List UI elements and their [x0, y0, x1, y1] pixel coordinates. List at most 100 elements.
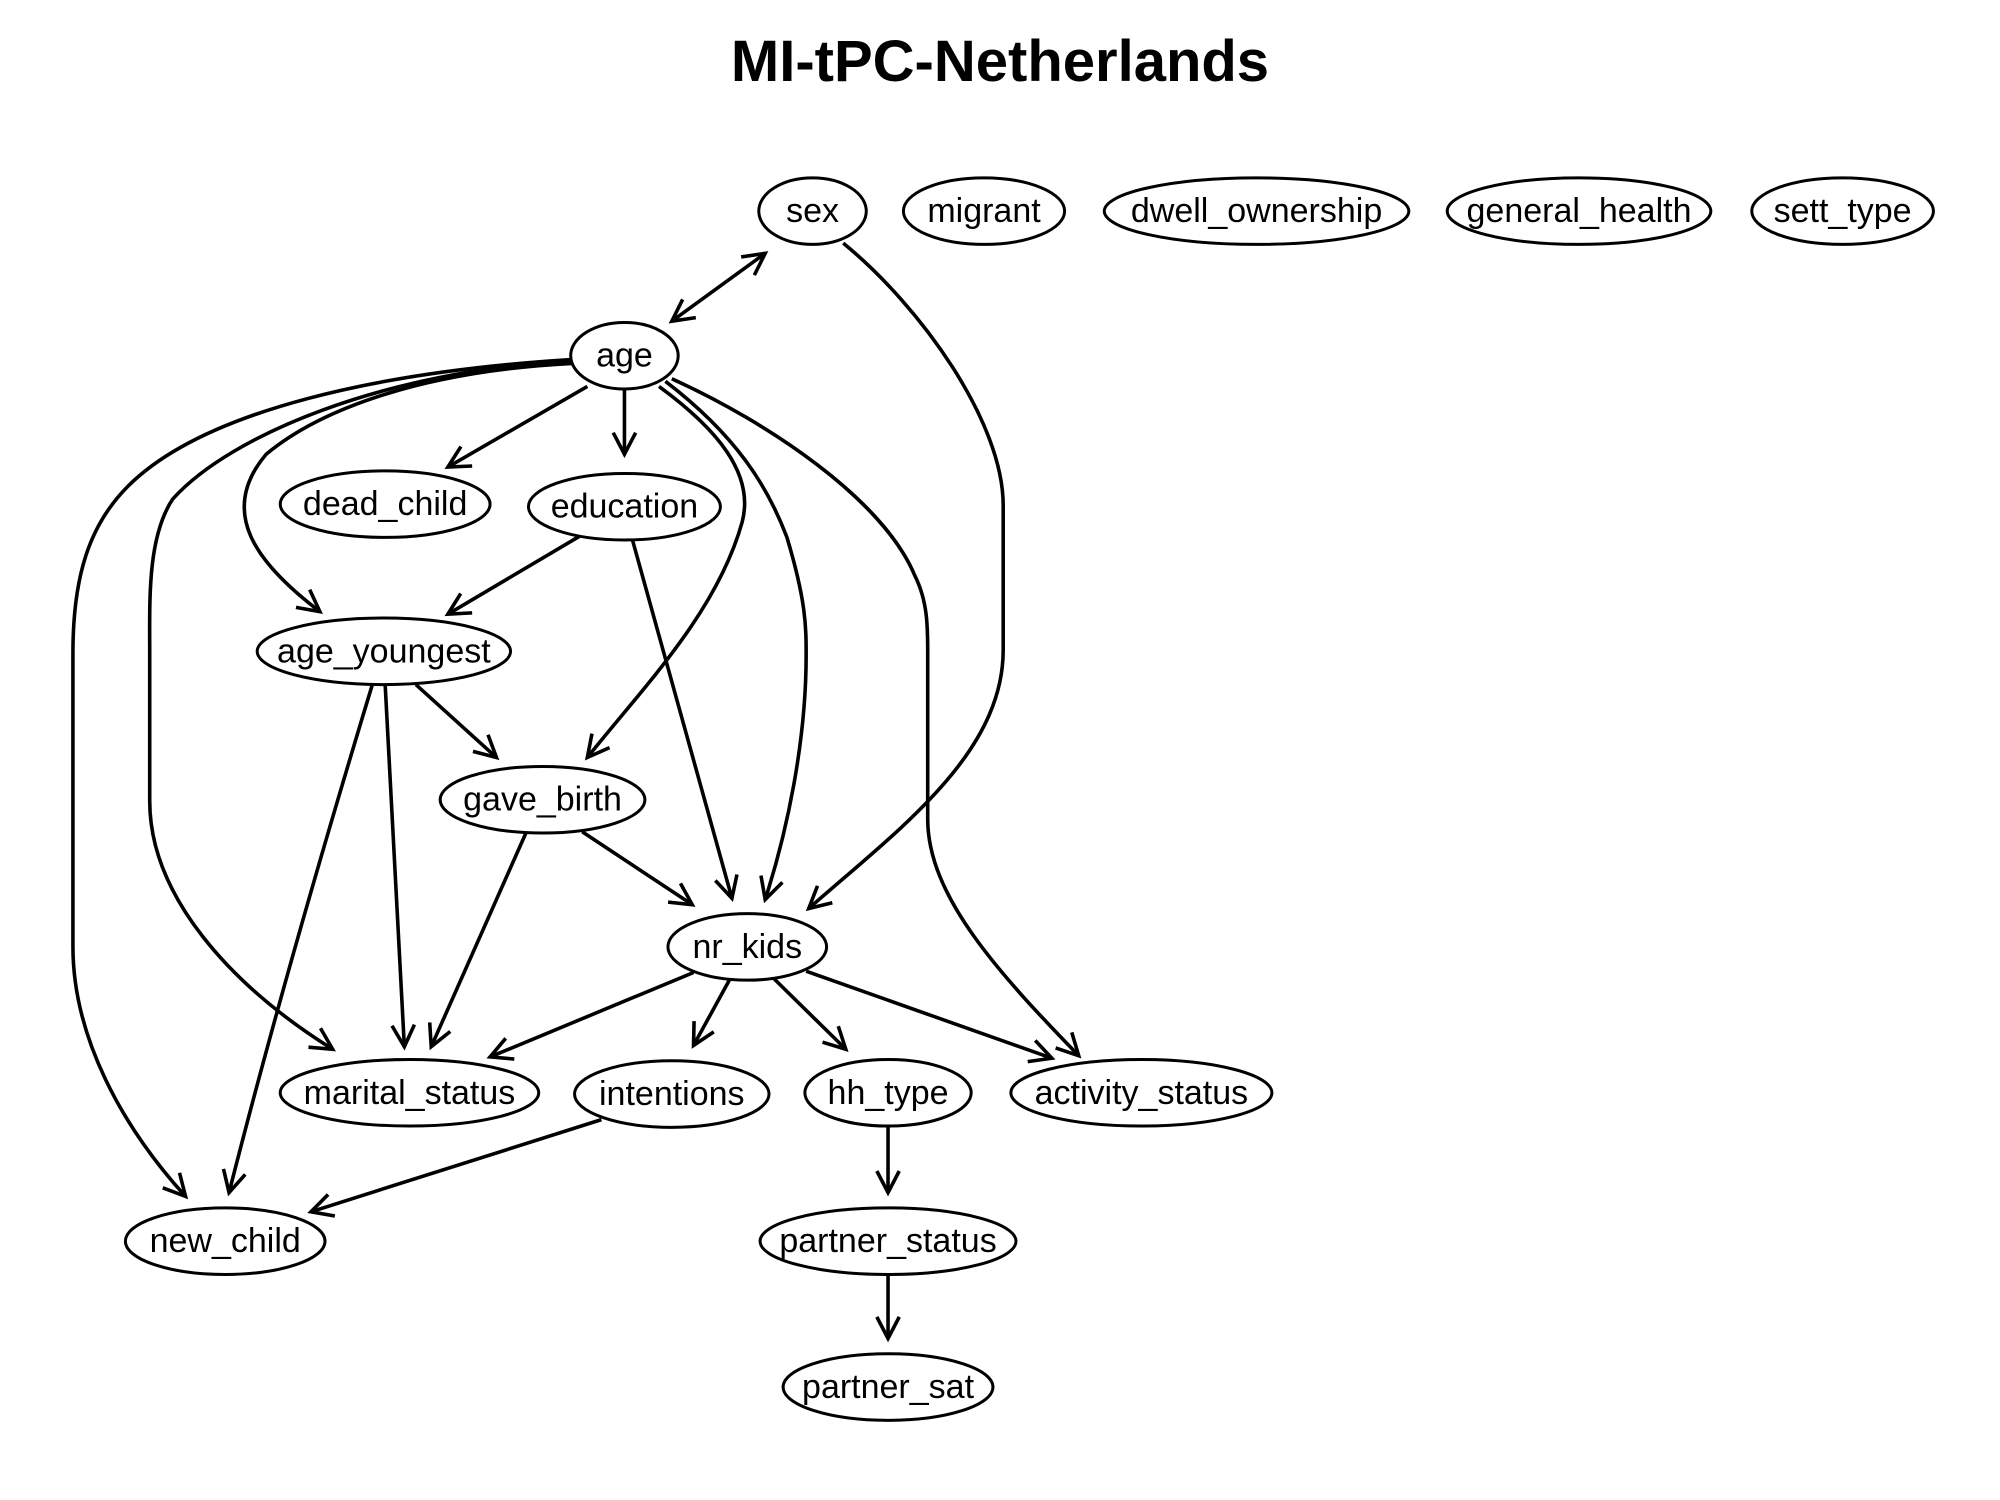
edge-line	[71, 357, 573, 1198]
edge-gave_birth-to-nr_kids	[581, 830, 696, 907]
node-label: dwell_ownership	[1131, 192, 1382, 230]
node-label: intentions	[599, 1075, 745, 1113]
edge-age_youngest-to-gave_birth	[414, 683, 500, 761]
node-label: partner_status	[779, 1222, 996, 1260]
arrowhead	[427, 1022, 452, 1051]
arrowhead	[875, 1316, 901, 1343]
arrowhead	[221, 1168, 247, 1197]
node-ellipse	[123, 1206, 327, 1276]
node-partner-sat: partner_sat	[781, 1352, 995, 1422]
arrowhead	[668, 298, 697, 324]
edge-age-to-education	[611, 388, 638, 459]
edge-age_youngest-to-new_child	[221, 684, 375, 1197]
node-ellipse	[1009, 1058, 1274, 1128]
node-dwell-ownership: dwell_ownership	[1102, 176, 1411, 246]
node-migrant: migrant	[901, 176, 1067, 246]
edge-education-to-nr_kids	[630, 538, 739, 903]
node-ellipse	[1445, 176, 1713, 246]
node-label: sex	[786, 192, 839, 230]
edge-age-to-gave_birth	[584, 384, 747, 761]
edge-line	[581, 830, 694, 907]
diagram-title: MI-tPC-Netherlands	[730, 29, 1270, 94]
node-ellipse	[526, 471, 722, 542]
arrowhead	[295, 588, 323, 615]
arrowhead	[308, 1027, 336, 1052]
edge-age_youngest-to-marital_status	[383, 684, 417, 1051]
node-general-health: general_health	[1445, 176, 1713, 246]
node-label: new_child	[150, 1222, 301, 1260]
edge-line	[691, 979, 731, 1047]
node-ellipse	[757, 176, 868, 246]
arrowhead	[584, 733, 611, 761]
arrowhead	[714, 874, 739, 903]
node-label: migrant	[927, 192, 1041, 230]
edge-line	[414, 683, 498, 759]
node-sex: sex	[757, 176, 868, 246]
edge-line	[630, 538, 734, 899]
node-age: age	[569, 320, 680, 391]
node-nr-kids: nr_kids	[666, 912, 829, 982]
node-label: age	[596, 337, 653, 375]
node-ellipse	[758, 1206, 1018, 1276]
arrowhead	[875, 1170, 901, 1197]
edge-partner_status-to-partner_sat	[875, 1274, 901, 1343]
node-ellipse	[666, 912, 829, 982]
node-ellipse	[255, 616, 513, 687]
arrowhead	[759, 875, 784, 904]
edge-sex-to-age	[668, 251, 769, 324]
edge-intentions-to-new_child	[307, 1117, 602, 1218]
edge-age-to-dead_child	[444, 384, 589, 469]
edge-line	[805, 969, 1053, 1060]
edge-age-to-new_child	[71, 357, 573, 1200]
arrowhead	[162, 1172, 189, 1200]
edge-line	[446, 384, 589, 469]
node-gave-birth: gave_birth	[438, 764, 647, 835]
arrowhead	[691, 1021, 715, 1049]
node-label: general_health	[1467, 192, 1692, 230]
node-label: gave_birth	[463, 781, 622, 819]
arrowhead	[472, 734, 500, 761]
node-ellipse	[781, 1352, 995, 1422]
edge-line	[671, 377, 1080, 1057]
node-marital-status: marital_status	[278, 1058, 541, 1128]
node-label: activity_status	[1035, 1074, 1249, 1112]
edge-nr_kids-to-intentions	[691, 979, 731, 1049]
arrowhead	[1055, 1031, 1082, 1059]
node-new-child: new_child	[123, 1206, 327, 1276]
edge-sex-to-nr_kids	[805, 241, 1005, 912]
arrowhead	[667, 882, 696, 907]
node-label: dead_child	[303, 485, 467, 523]
edge-age-to-nr_kids	[664, 379, 808, 904]
arrowhead	[805, 885, 833, 912]
node-partner-status: partner_status	[758, 1206, 1018, 1276]
arrowhead	[486, 1037, 515, 1061]
arrowhead	[307, 1193, 336, 1218]
edge-line	[242, 361, 573, 614]
edge-line	[310, 1117, 602, 1214]
arrowhead	[611, 431, 638, 459]
edge-hh_type-to-partner_status	[875, 1126, 901, 1197]
node-age-youngest: age_youngest	[255, 616, 513, 687]
node-label: sett_type	[1774, 192, 1912, 230]
edge-nr_kids-to-activity_status	[805, 969, 1056, 1064]
edge-line	[489, 970, 695, 1059]
arrowhead	[444, 445, 473, 469]
arrowhead	[390, 1023, 417, 1051]
node-label: hh_type	[828, 1074, 949, 1112]
edge-age-to-age_youngest	[242, 361, 573, 615]
edge-gave_birth-to-marital_status	[427, 832, 528, 1051]
node-dead-child: dead_child	[278, 469, 492, 539]
node-ellipse	[573, 1059, 771, 1129]
node-ellipse	[1102, 176, 1411, 246]
node-label: partner_sat	[802, 1368, 975, 1406]
node-ellipse	[1750, 176, 1935, 246]
edge-line	[383, 684, 407, 1047]
node-hh-type: hh_type	[803, 1058, 973, 1128]
edge-line	[664, 379, 808, 901]
node-label: education	[551, 488, 698, 526]
arrowhead	[1027, 1039, 1056, 1064]
node-ellipse	[438, 764, 647, 835]
edge-line	[429, 832, 528, 1048]
node-education: education	[526, 471, 722, 542]
